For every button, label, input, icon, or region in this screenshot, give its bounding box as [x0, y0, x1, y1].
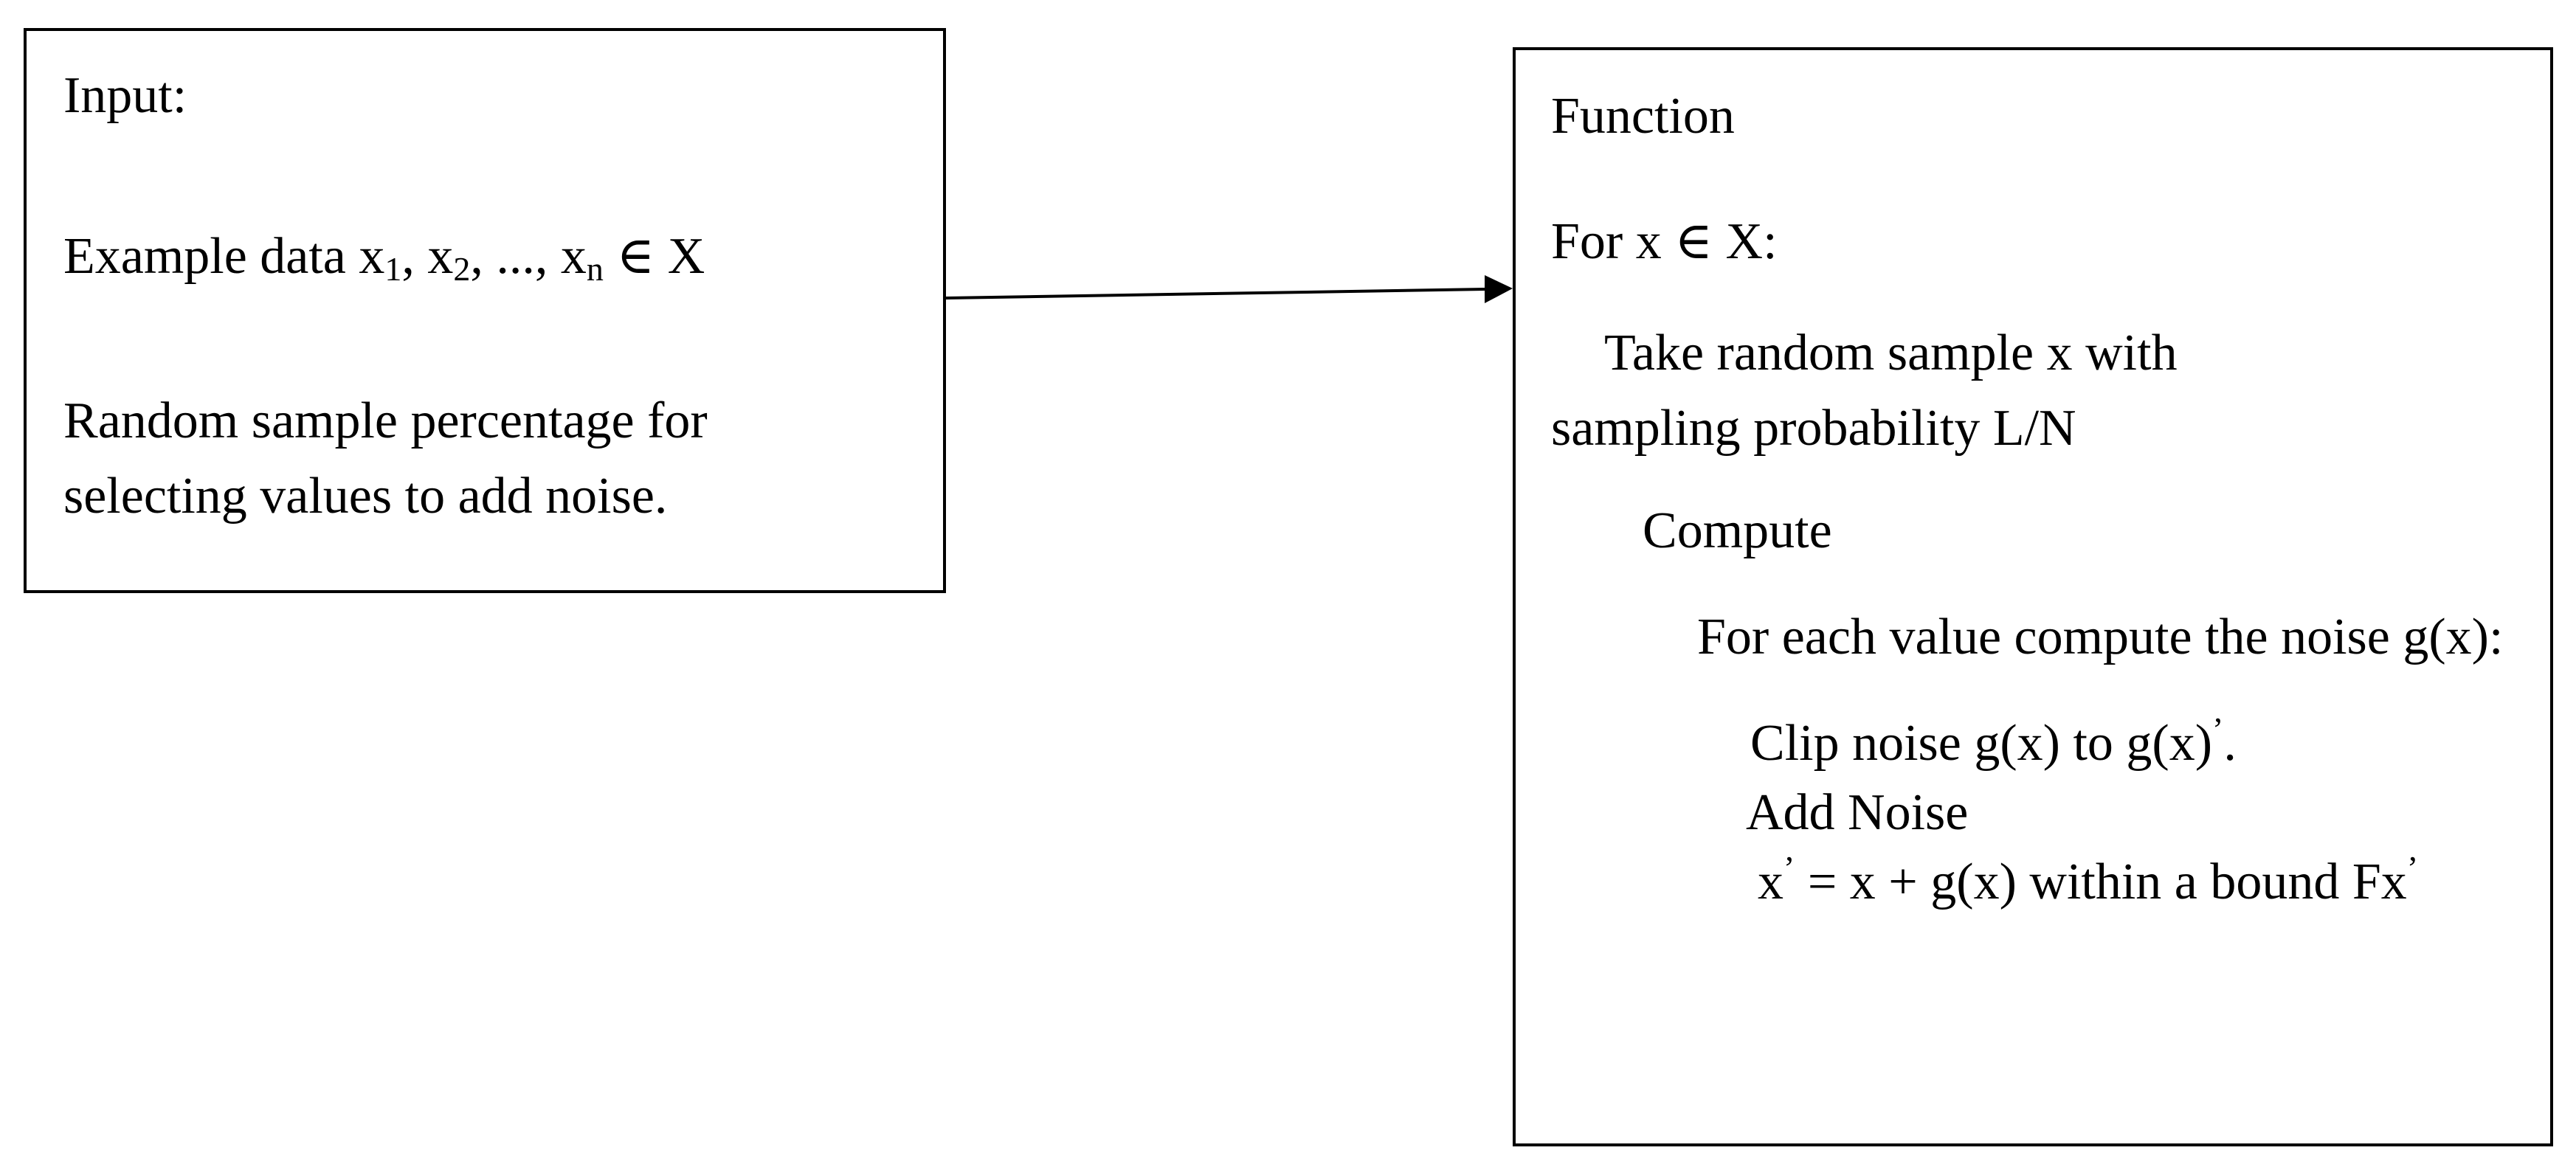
for-loop-line: For x ∈ X: — [1551, 213, 1778, 270]
clip-noise-line: Clip noise g(x) to g(x)’. — [1750, 713, 2237, 774]
example-data-line: Example data x1, x2, ..., xn ∈ X — [63, 227, 705, 287]
input-title: Input: — [63, 67, 187, 124]
formula-body: = x + g(x) within a bound Fx — [1795, 854, 2407, 910]
compute-line: Compute — [1643, 502, 1832, 559]
clip-prime: ’ — [2212, 710, 2224, 748]
random-sample-text: Random sample percentage for selecting v… — [63, 392, 708, 525]
input-box: Input: Example data x1, x2, ..., xn ∈ X … — [24, 28, 946, 593]
clip-noise-period: . — [2223, 715, 2237, 772]
subscript-n: n — [586, 250, 604, 288]
arrow-line — [945, 288, 1485, 300]
formula-x: x — [1758, 854, 1783, 910]
example-data-sep-1: , x — [401, 228, 454, 285]
for-each-line: For each value compute the noise g(x): — [1697, 609, 2504, 665]
clip-noise-text: Clip noise g(x) to g(x) — [1750, 715, 2213, 772]
example-data-sep-2: , ..., x — [470, 228, 587, 285]
formula-x-prime: ’ — [1783, 849, 1795, 887]
take-sample-text: Take random sample x with sampling proba… — [1551, 325, 2178, 457]
arrow-head — [1485, 275, 1513, 303]
add-noise-line: Add Noise — [1746, 784, 1969, 841]
formula-end-prime: ’ — [2406, 849, 2419, 887]
function-title: Function — [1551, 88, 1735, 145]
formula-line: x’ = x + g(x) within a bound Fx’ — [1758, 851, 2418, 913]
example-data-suffix: ∈ X — [603, 228, 705, 285]
function-box: Function For x ∈ X: Take random sample x… — [1513, 47, 2553, 1146]
subscript-2: 2 — [453, 250, 471, 288]
example-data-prefix: Example data x — [63, 228, 385, 285]
subscript-1: 1 — [384, 250, 402, 288]
